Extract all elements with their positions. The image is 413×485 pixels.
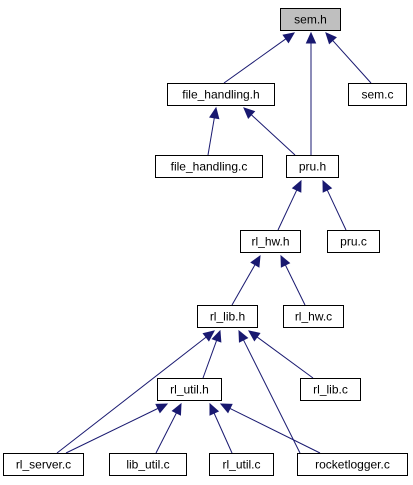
arrowhead-icon xyxy=(280,254,291,268)
edge-pru_h-to-file_handling_h xyxy=(243,107,296,156)
node-label: sem.c xyxy=(361,88,393,102)
edge-rl_server_c-to-rl_util_h xyxy=(65,403,169,454)
arrowhead-icon xyxy=(322,179,333,193)
node-label: rl_lib.h xyxy=(210,310,245,324)
edge-line xyxy=(231,264,256,306)
node-box xyxy=(280,8,341,31)
node-label: rl_util.h xyxy=(170,383,209,397)
node-rl-util-c[interactable]: rl_util.c xyxy=(209,453,274,476)
node-rl-lib-h[interactable]: rl_lib.h xyxy=(197,305,258,328)
edge-line xyxy=(332,40,372,84)
node-box xyxy=(209,453,274,476)
node-label: sem.h xyxy=(294,13,327,27)
edge-rl_util_c-to-rl_util_h xyxy=(209,402,233,454)
edge-line xyxy=(213,412,233,454)
edge-line xyxy=(243,339,301,454)
edge-file_handling_c-to-file_handling_h xyxy=(207,106,220,156)
arrowhead-icon xyxy=(282,32,295,44)
node-rl-hw-c[interactable]: rl_hw.c xyxy=(283,305,344,328)
arrowhead-icon xyxy=(171,402,182,416)
node-label: rl_hw.c xyxy=(295,310,332,324)
edge-lib_util_c-to-rl_util_h xyxy=(155,402,182,454)
node-rl-hw-h[interactable]: rl_hw.h xyxy=(240,230,301,253)
edge-line xyxy=(207,117,215,156)
node-box xyxy=(297,453,408,476)
arrowhead-icon xyxy=(238,329,249,343)
node-rocketlogger-c[interactable]: rocketlogger.c xyxy=(297,453,408,476)
node-box xyxy=(348,83,407,106)
edge-pru_h-to-sem_h xyxy=(305,31,317,155)
edge-rocketlogger_c-to-rl_util_h xyxy=(219,403,321,454)
arrowhead-icon xyxy=(291,179,302,193)
arrowhead-icon xyxy=(219,403,233,414)
edge-pru_c-to-pru_h xyxy=(322,179,347,231)
node-label: pru.c xyxy=(340,235,367,249)
node-box xyxy=(109,453,187,476)
node-file-handling-c[interactable]: file_handling.c xyxy=(155,155,263,178)
node-box xyxy=(167,83,275,106)
edge-line xyxy=(223,38,287,84)
arrowhead-icon xyxy=(209,402,220,416)
node-label: file_handling.h xyxy=(182,88,259,102)
edge-line xyxy=(229,407,321,454)
arrowhead-icon xyxy=(305,31,317,44)
edge-sem_c-to-sem_h xyxy=(325,32,372,84)
edge-line xyxy=(65,407,159,454)
node-lib-util-c[interactable]: lib_util.c xyxy=(109,453,187,476)
node-label: rl_server.c xyxy=(16,458,71,472)
node-box xyxy=(155,155,263,178)
edge-rl_util_h-to-rl_lib_h xyxy=(202,329,222,379)
edge-line xyxy=(256,336,314,379)
node-label: rl_hw.h xyxy=(251,235,289,249)
node-file-handling-h[interactable]: file_handling.h xyxy=(167,83,275,106)
arrowhead-icon xyxy=(211,329,222,343)
node-box xyxy=(327,230,380,253)
edge-line xyxy=(56,336,207,454)
edge-line xyxy=(284,264,306,306)
node-label: rl_util.c xyxy=(222,458,260,472)
arrowhead-icon xyxy=(209,106,220,120)
node-label: pru.h xyxy=(299,160,326,174)
edge-line xyxy=(251,114,296,156)
node-box xyxy=(283,305,344,328)
node-label: rl_lib.c xyxy=(313,383,348,397)
arrowhead-icon xyxy=(155,403,169,414)
node-rl-util-h[interactable]: rl_util.h xyxy=(157,378,222,401)
node-rl-lib-c[interactable]: rl_lib.c xyxy=(300,378,361,401)
node-sem-c[interactable]: sem.c xyxy=(348,83,407,106)
node-box xyxy=(157,378,222,401)
node-box xyxy=(300,378,361,401)
node-label: rocketlogger.c xyxy=(315,458,390,472)
arrowhead-icon xyxy=(248,330,261,342)
edge-rl_server_c-to-rl_lib_h xyxy=(56,330,215,454)
node-box xyxy=(197,305,258,328)
node-sem-h[interactable]: sem.h xyxy=(280,8,341,31)
node-box xyxy=(240,230,301,253)
edge-rl_lib_c-to-rl_lib_h xyxy=(248,330,314,379)
node-rl-server-c[interactable]: rl_server.c xyxy=(3,453,84,476)
node-label: lib_util.c xyxy=(126,458,169,472)
arrowhead-icon xyxy=(202,330,215,342)
arrowhead-icon xyxy=(250,254,261,268)
node-label: file_handling.c xyxy=(171,160,248,174)
edge-line xyxy=(277,189,298,231)
edge-file_handling_h-to-sem_h xyxy=(223,32,295,84)
edge-line xyxy=(326,189,347,231)
edge-line xyxy=(155,412,177,454)
node-pru-h[interactable]: pru.h xyxy=(286,155,339,178)
node-box xyxy=(3,453,84,476)
node-box xyxy=(286,155,339,178)
edge-rl_hw_c-to-rl_hw_h xyxy=(280,254,306,306)
arrowhead-icon xyxy=(243,107,256,119)
edge-rl_hw_h-to-pru_h xyxy=(277,179,302,231)
edge-rocketlogger_c-to-rl_lib_h xyxy=(238,329,301,454)
arrowhead-icon xyxy=(325,32,337,45)
edge-line xyxy=(202,340,218,379)
node-pru-c[interactable]: pru.c xyxy=(327,230,380,253)
edge-rl_lib_h-to-rl_hw_h xyxy=(231,254,261,306)
